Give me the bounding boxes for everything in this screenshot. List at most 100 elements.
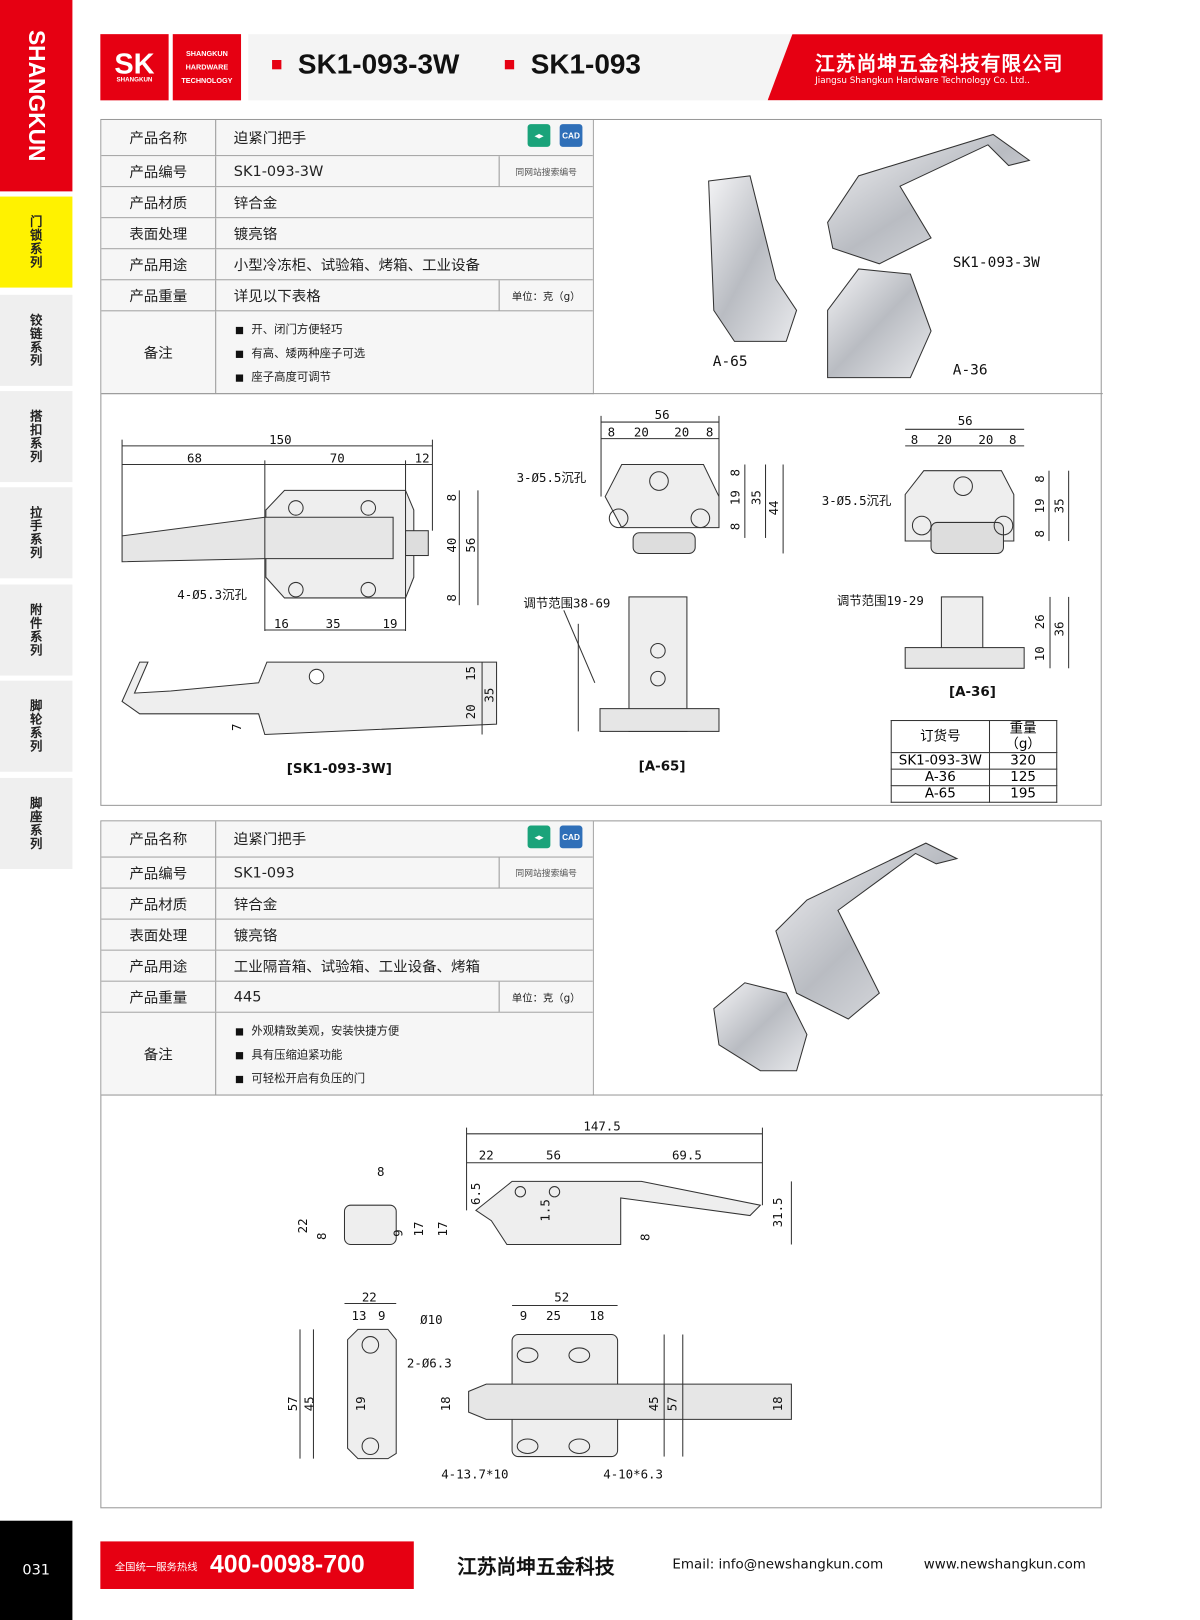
note-item: 座子高度可调节 xyxy=(235,365,593,389)
sidebar-tab-accessory[interactable]: 附件系列 xyxy=(0,584,73,676)
spec-label: 产品重量 xyxy=(101,280,217,311)
tab-label: 门锁系列 xyxy=(28,215,43,269)
search-hint[interactable]: 同网站搜索编号 xyxy=(498,857,593,888)
dim-label: 4-Ø5.3沉孔 xyxy=(177,587,247,602)
spec-value: 迫紧门把手 xyxy=(233,130,307,147)
dim-label: 56 xyxy=(546,1148,561,1163)
drawing-sk1-093-3w-top xyxy=(121,439,498,736)
company-name-en: Jiangsu Shangkun Hardware Technology Co.… xyxy=(815,75,1030,86)
spec-row-weight: 产品重量详见以下表格 单位：克（g） xyxy=(101,280,593,312)
note-item: 可轻松开启有负压的门 xyxy=(235,1067,593,1091)
dim-label: 8 xyxy=(608,425,615,440)
dim-label: 8 xyxy=(314,1232,329,1239)
drawing-sk1-093 xyxy=(299,1127,792,1460)
dim-label: 4-10*6.3 xyxy=(603,1466,663,1481)
dims-a65: 56 8 20 20 8 3-Ø5.5沉孔 8 19 8 35 44 调节范围3… xyxy=(517,407,781,775)
dim-label: 8 xyxy=(911,432,918,447)
sidebar-brand-block xyxy=(0,0,73,192)
dim-label: 25 xyxy=(546,1308,561,1323)
logo-mark: SK xyxy=(114,47,155,80)
spec-row-name: 产品名称迫紧门把手 ◂▸CAD xyxy=(101,821,593,858)
weight-value: 125 xyxy=(988,768,1058,787)
dim-label: 8 xyxy=(377,1164,384,1179)
spec-value: 镀亮铬 xyxy=(233,927,278,944)
cad-icon[interactable]: CAD xyxy=(559,124,583,147)
spec-value: 锌合金 xyxy=(233,195,278,212)
dim-label: 22 xyxy=(295,1218,310,1233)
dim-label: Ø10 xyxy=(420,1312,442,1327)
dim-label: 13 xyxy=(351,1308,366,1323)
compare-icon[interactable]: ◂▸ xyxy=(527,825,551,849)
dim-label: 9 xyxy=(520,1308,527,1323)
note-item: 具有压缩迫紧功能 xyxy=(235,1043,593,1067)
dims-a36: 56 8 20 20 8 3-Ø5.5沉孔 8 19 8 35 调节范围19-2… xyxy=(822,413,1067,700)
sidebar-tab-hinge[interactable]: 铰链系列 xyxy=(0,294,73,386)
sidebar-tab-handle[interactable]: 拉手系列 xyxy=(0,487,73,579)
unit-label: 单位：克（g） xyxy=(498,280,593,311)
weight-table-header: 订货号重量（g） xyxy=(890,720,1058,754)
logo-sub: SHANGKUN xyxy=(116,77,153,84)
search-hint[interactable]: 同网站搜索编号 xyxy=(498,156,593,187)
dim-label: 45 xyxy=(301,1396,316,1411)
sidebar-brand-text: SHANGKUN xyxy=(23,29,50,162)
footer-website[interactable]: www.newshangkun.com xyxy=(923,1556,1086,1573)
photo-label: SK1-093-3W xyxy=(953,255,1040,271)
photo-label: A-65 xyxy=(713,354,748,370)
dim-label: 8 xyxy=(728,469,743,476)
sidebar-tab-caster[interactable]: 脚轮系列 xyxy=(0,680,73,772)
order-code: A-36 xyxy=(890,768,991,787)
spec-label: 产品材质 xyxy=(101,888,217,919)
dim-label: 18 xyxy=(438,1396,453,1411)
dim-label: 15 xyxy=(463,666,478,681)
spec-label: 产品编号 xyxy=(101,857,217,888)
dim-label: 20 xyxy=(463,704,478,719)
cad-icon[interactable]: CAD xyxy=(559,825,583,849)
spec-value: 工业隔音箱、试验箱、工业设备、烤箱 xyxy=(233,958,481,976)
compare-icon[interactable]: ◂▸ xyxy=(527,124,551,147)
product-photo-sk1-093-3w xyxy=(708,133,1031,379)
dim-label: 调节范围38-69 xyxy=(523,595,610,610)
column-header: 订货号 xyxy=(890,720,991,754)
footer-email[interactable]: Email: info@newshangkun.com xyxy=(672,1556,884,1573)
dim-label: 20 xyxy=(978,432,993,447)
sidebar-tab-foot[interactable]: 脚座系列 xyxy=(0,777,73,869)
spec-label: 产品用途 xyxy=(101,950,217,981)
spec-label: 表面处理 xyxy=(101,218,217,249)
dim-label: 36 xyxy=(1051,621,1066,636)
dim-label: 56 xyxy=(463,538,478,553)
spec-value: 详见以下表格 xyxy=(233,288,321,305)
spec-row-surface: 表面处理镀亮铬 xyxy=(101,218,593,250)
logo-text: TECHNOLOGY xyxy=(181,77,233,85)
dim-label: 35 xyxy=(748,490,763,505)
tab-label: 铰链系列 xyxy=(28,313,43,368)
dim-label: 52 xyxy=(554,1289,569,1304)
sidebar-tab-door-lock[interactable]: 门锁系列 xyxy=(0,196,73,288)
dim-label: 35 xyxy=(326,616,341,631)
dim-label: 19 xyxy=(383,616,398,631)
dim-label: 12 xyxy=(415,450,430,465)
sidebar-tab-hasp[interactable]: 搭扣系列 xyxy=(0,391,73,483)
tab-label: 附件系列 xyxy=(28,603,43,657)
drawing-a65 xyxy=(563,415,784,732)
dim-label: 56 xyxy=(655,407,670,422)
cad-icon-label: CAD xyxy=(562,130,581,141)
bullet-icon xyxy=(504,60,515,70)
spec-value: 小型冷冻柜、试验箱、烤箱、工业设备 xyxy=(233,257,481,274)
spec-value: 锌合金 xyxy=(233,896,278,913)
dim-label: 19 xyxy=(728,490,743,505)
cad-icon-label: CAD xyxy=(562,832,581,842)
bullet-icon xyxy=(272,60,282,70)
dim-label: 31.5 xyxy=(770,1197,785,1227)
hotline-number[interactable]: 400-0098-700 xyxy=(210,1550,365,1579)
dim-label: 44 xyxy=(766,500,781,515)
dim-label: 8 xyxy=(728,523,743,530)
drawing-caption: [SK1-093-3W] xyxy=(287,762,392,777)
page-number-text: 031 xyxy=(22,1562,51,1579)
dim-label: 9 xyxy=(390,1229,405,1236)
product-photo-sk1-093 xyxy=(713,842,959,1072)
spec-label: 产品名称 xyxy=(101,821,217,857)
